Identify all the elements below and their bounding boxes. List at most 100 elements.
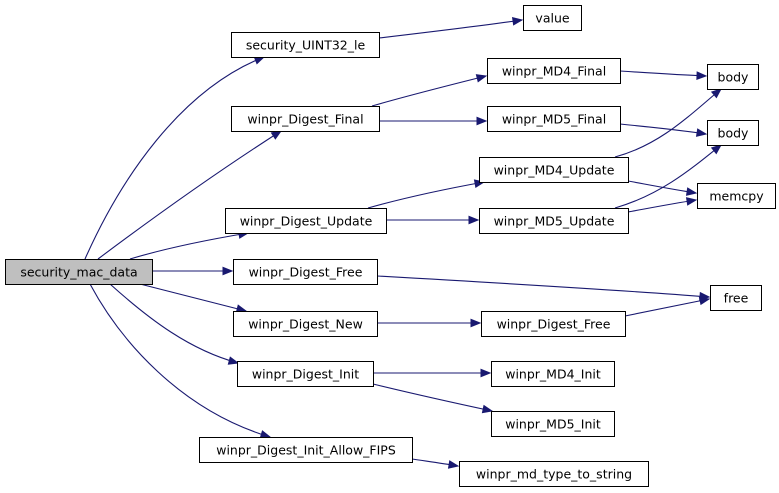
node-box [487,58,621,84]
edge-winpr-digest-free-1-to-free [376,275,711,301]
edge-security-mac-data-to-winpr-digest-update [129,230,250,260]
node-winpr-md5-final[interactable]: winpr_MD5_Final [487,106,621,132]
edge-line [627,199,697,213]
node-box [491,411,615,437]
edge-winpr-digest-new-to-winpr-digest-free-2 [377,318,482,328]
node-box [233,311,378,337]
edge-line [139,283,247,312]
node-box [459,461,649,487]
node-label: security_UINT32_le [246,38,366,53]
edge-winpr-digest-init-to-winpr-md5-init [372,383,494,414]
node-security-mac-data[interactable]: security_mac_data [5,259,153,285]
edge-winpr-digest-init-allow-fips-to-winpr-md-type-to-string [411,458,460,469]
edge-winpr-digest-final-to-winpr-md4-final [371,74,488,107]
node-winpr-digest-update[interactable]: winpr_Digest_Update [225,208,387,234]
edge-security-mac-data-to-winpr-digest-free-1 [152,266,234,276]
node-winpr-digest-init[interactable]: winpr_Digest_Init [237,361,374,387]
node-box [479,208,629,234]
edge-line [129,232,249,260]
arrowhead-icon [695,128,708,137]
node-winpr-md4-init[interactable]: winpr_MD4_Init [491,361,615,387]
arrowhead-icon [270,130,283,140]
node-label: winpr_MD4_Init [505,367,601,382]
edge-line [619,123,707,135]
node-box [5,259,153,285]
node-box [479,157,629,183]
node-label: memcpy [709,189,764,204]
edge-line [376,275,710,298]
node-box [231,106,380,132]
arrowhead-icon [511,17,524,26]
node-winpr-digest-free-1[interactable]: winpr_Digest_Free [233,259,378,285]
node-box [707,64,759,90]
edge-security-mac-data-to-winpr-digest-init-allow-fips [89,283,272,439]
node-box [225,208,387,234]
edge-line [614,88,722,158]
node-label: winpr_Digest_Free [249,265,363,280]
edge-winpr-digest-free-2-to-free [624,296,711,317]
arrowhead-icon [685,187,698,196]
node-winpr-digest-init-allow-fips[interactable]: winpr_Digest_Init_Allow_FIPS [199,437,413,463]
node-box [523,5,582,31]
node-winpr-md5-init[interactable]: winpr_MD5_Init [491,411,615,437]
arrowhead-icon [476,116,488,126]
edge-line [371,75,487,107]
node-label: winpr_MD4_Final [502,64,606,79]
node-box [237,361,374,387]
edge-winpr-md5-update-to-memcpy [627,197,698,213]
edge-winpr-digest-update-to-winpr-md4-update [367,179,486,209]
edge-line [97,130,282,260]
edge-line [109,283,239,364]
node-winpr-md4-update[interactable]: winpr_MD4_Update [479,157,629,183]
node-label: winpr_Digest_Init [252,367,359,382]
node-free[interactable]: free [710,285,762,311]
node-label: winpr_MD5_Final [502,112,606,127]
edge-line [619,70,707,77]
node-winpr-md4-final[interactable]: winpr_MD4_Final [487,58,621,84]
edge-security-mac-data-to-winpr-digest-new [139,283,248,313]
node-box [481,311,626,337]
node-label: winpr_MD4_Update [494,163,615,178]
node-box [491,361,615,387]
node-winpr-digest-final[interactable]: winpr_Digest_Final [231,106,380,132]
arrowhead-icon [698,296,711,306]
edge-winpr-md4-update-to-body-1 [614,88,723,158]
node-label: winpr_Digest_New [248,317,363,332]
node-winpr-md5-update[interactable]: winpr_MD5_Update [479,208,629,234]
arrowhead-icon [259,430,272,439]
edge-winpr-md5-final-to-body-2 [619,123,708,137]
arrowhead-icon [685,197,698,206]
arrowhead-icon [447,460,460,469]
edge-winpr-digest-final-to-winpr-md5-final [379,116,488,126]
node-value[interactable]: value [523,5,582,31]
edge-security-mac-data-to-winpr-digest-init [109,283,240,365]
node-label: body [718,126,750,141]
arrowhead-icon [696,71,708,80]
node-box [697,183,776,209]
node-label: winpr_MD5_Init [505,417,601,432]
node-box [487,106,621,132]
node-winpr-digest-new[interactable]: winpr_Digest_New [233,311,378,337]
edge-line [89,283,271,438]
node-security-uint32-le[interactable]: security_UINT32_le [231,32,380,58]
node-label: body [718,70,750,85]
node-memcpy[interactable]: memcpy [697,183,776,209]
arrowhead-icon [227,356,240,365]
node-body-1[interactable]: body [707,64,759,90]
edge-line [84,56,265,260]
node-winpr-digest-free-2[interactable]: winpr_Digest_Free [481,311,626,337]
node-label: winpr_Digest_Final [247,112,363,127]
edge-line [614,144,722,209]
edge-line [378,19,523,39]
node-body-2[interactable]: body [707,120,759,146]
node-winpr-md-type-to-string[interactable]: winpr_md_type_to_string [459,461,649,487]
node-label: winpr_Digest_Update [240,214,373,229]
node-box [231,32,380,58]
node-box [707,120,759,146]
edge-line [367,181,485,209]
edge-winpr-digest-init-to-winpr-md4-init [373,368,492,378]
node-label: winpr_md_type_to_string [476,467,632,482]
node-box [199,437,413,463]
edge-line [627,180,697,194]
